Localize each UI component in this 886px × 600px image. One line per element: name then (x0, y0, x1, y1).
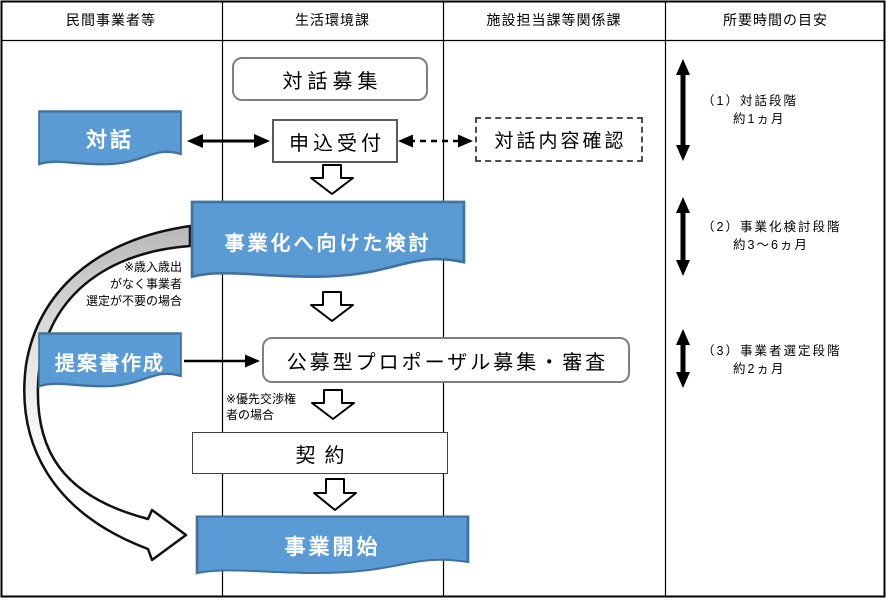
proposal-creation-box: 提案書作成 (38, 332, 182, 390)
timeline-duration: 約3～6ヵ月 (733, 238, 809, 252)
timeline-duration: 約2ヵ月 (733, 362, 786, 376)
dialogue-content-check-box: 対話内容確認 (475, 117, 643, 162)
lane-header-label: 民間事業者等 (66, 12, 156, 28)
timeline-item-1: （1）対話段階 約1ヵ月 (702, 92, 798, 128)
document-shape (190, 200, 466, 279)
down-arrow-icon (313, 478, 357, 511)
note-no-selection: ※歳入歳出 がなく事業者 選定が不要の場合 (56, 259, 182, 310)
dialogue-label: 対話 (86, 129, 134, 152)
dashed-double-arrow-icon (398, 134, 473, 148)
document-shape (38, 332, 182, 388)
down-arrow-icon (310, 164, 354, 195)
timeline-span-arrow-icon (676, 329, 690, 388)
lane-header-living-environment-division: 生活環境課 (222, 0, 443, 40)
note-line: ※優先交渉権 (226, 392, 297, 406)
lane-header-label: 所要時間の目安 (723, 12, 828, 28)
note-priority-negotiation: ※優先交渉権 者の場合 (226, 391, 322, 423)
double-arrow-icon (187, 134, 270, 148)
timeline-span-arrow-icon (676, 197, 690, 276)
down-arrow-icon (310, 291, 354, 322)
document-shape (38, 110, 182, 166)
dialogue-recruitment-box: 対話募集 (232, 57, 428, 101)
business-study-label: 事業化へ向けた検討 (224, 232, 432, 255)
business-start-label: 事業開始 (284, 536, 381, 559)
business-study-box: 事業化へ向けた検討 (190, 200, 466, 282)
timeline-item-2: （2）事業化検討段階 約3～6ヵ月 (702, 218, 841, 254)
proposal-review-box: 公募型プロポーザル募集・審査 (262, 337, 630, 383)
lane-header-label: 生活環境課 (295, 12, 370, 28)
timeline-stage-label: （1）対話段階 (702, 94, 798, 108)
proposal-creation-label: 提案書作成 (55, 352, 165, 375)
curved-bypass-arrow-icon (23, 224, 192, 562)
right-arrow-icon (184, 354, 260, 368)
application-reception-box: 申込受付 (272, 119, 398, 163)
business-start-box: 事業開始 (195, 515, 470, 577)
timeline-duration: 約1ヵ月 (733, 112, 786, 126)
timeline-stage-label: （2）事業化検討段階 (702, 220, 842, 234)
timeline-stage-label: （3）事業者選定段階 (702, 344, 842, 358)
timeline-span-arrow-icon (676, 59, 690, 161)
timeline-item-3: （3）事業者選定段階 約2ヵ月 (702, 342, 841, 378)
note-line: ※歳入歳出 (123, 260, 182, 274)
lane-header-label: 施設担当課等関係課 (486, 12, 622, 28)
note-line: 者の場合 (226, 408, 275, 422)
lane-header-private-operators: 民間事業者等 (0, 0, 222, 40)
note-line: 選定が不要の場合 (85, 294, 182, 308)
note-line: がなく事業者 (109, 277, 182, 291)
dialogue-box: 対話 (38, 110, 182, 168)
down-arrow-icon (311, 389, 355, 420)
document-shape (195, 515, 470, 575)
lane-header-facility-divisions: 施設担当課等関係課 (443, 0, 665, 40)
contract-box: 契約 (192, 432, 448, 474)
lane-header-required-time: 所要時間の目安 (665, 0, 886, 40)
